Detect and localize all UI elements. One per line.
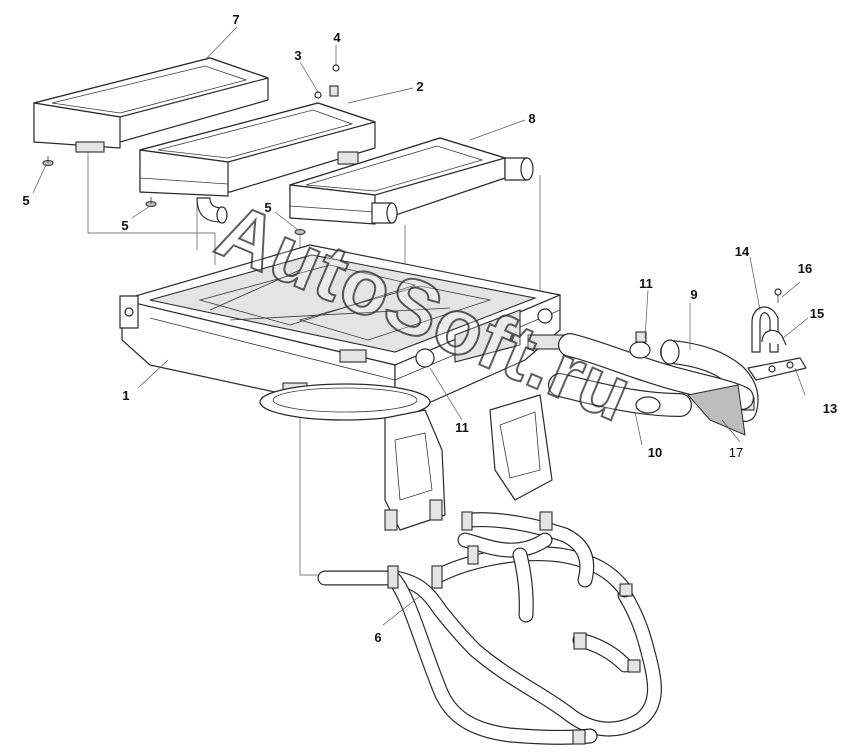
support-brackets bbox=[384, 394, 553, 531]
callout-5-left: 5 bbox=[22, 193, 29, 208]
callout-5-middle: 5 bbox=[121, 218, 128, 233]
callout-2: 2 bbox=[416, 79, 423, 94]
callout-9: 9 bbox=[690, 287, 697, 302]
callout-3: 3 bbox=[294, 48, 301, 63]
coolant-hose-6 bbox=[317, 511, 662, 745]
callout-10: 10 bbox=[648, 445, 662, 460]
callout-14: 14 bbox=[735, 244, 750, 259]
cooler-core-2 bbox=[139, 102, 376, 224]
callout-13: 13 bbox=[823, 401, 837, 416]
callout-labels: 7 2 3 4 5 5 5 8 1 11 9 10 11 13 14 16 15… bbox=[22, 12, 837, 645]
cooling-frame-1 bbox=[119, 244, 567, 419]
callout-6: 6 bbox=[374, 630, 381, 645]
callout-11-center: 11 bbox=[455, 420, 469, 435]
fasteners-5 bbox=[42, 156, 306, 235]
callout-4: 4 bbox=[333, 30, 341, 45]
callout-15: 15 bbox=[810, 306, 824, 321]
callout-11-right: 11 bbox=[639, 276, 653, 291]
sleeve-17 bbox=[687, 384, 746, 436]
hose-clamp-11 bbox=[629, 331, 651, 359]
intercooler-stub-right bbox=[504, 157, 534, 181]
u-bolt-bracket-14-15-16 bbox=[747, 288, 807, 381]
callout-8: 8 bbox=[528, 111, 535, 126]
intercooler-stub-left bbox=[371, 202, 398, 224]
callout-7: 7 bbox=[232, 12, 239, 27]
elbow-outlet-left bbox=[196, 197, 228, 224]
callout-5-right: 5 bbox=[264, 200, 271, 215]
fan-shroud bbox=[259, 383, 431, 421]
cooler-core-8 bbox=[289, 137, 534, 225]
callout-17: 17 bbox=[729, 445, 743, 460]
hardware-3-4 bbox=[314, 64, 340, 99]
cooler-core-7 bbox=[33, 57, 269, 153]
callout-16: 16 bbox=[798, 261, 812, 276]
callout-leaders bbox=[32, 26, 809, 626]
callout-1: 1 bbox=[122, 388, 129, 403]
